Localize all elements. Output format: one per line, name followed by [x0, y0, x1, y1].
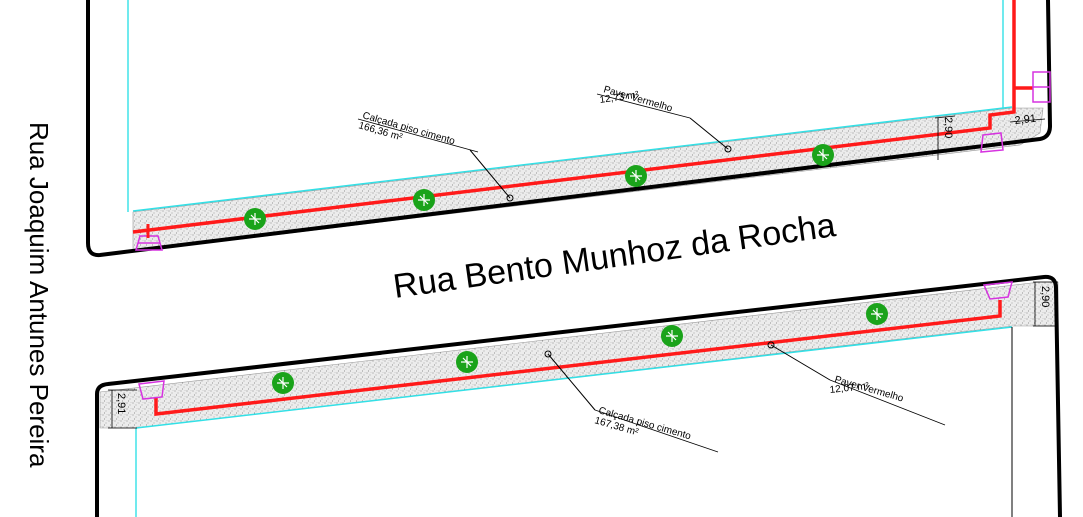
north-curb	[86, 0, 1053, 258]
tree-icon	[812, 144, 834, 166]
street-main-label: Rua Bento Munhoz da Rocha	[391, 206, 838, 306]
street-side-label: Rua Joaquim Antunes Pereira	[24, 122, 54, 468]
north-sidewalk	[132, 107, 1044, 253]
north-block	[86, 0, 1053, 258]
access-marker-icon	[135, 235, 163, 251]
tree-icon	[456, 351, 478, 373]
tree-icon	[625, 165, 647, 187]
south-paver-area: 12,07 m²	[829, 381, 870, 396]
north-dim-width: 2,90	[942, 117, 954, 138]
access-marker-icon	[982, 281, 1014, 300]
tree-icon	[661, 325, 683, 347]
tree-icon	[272, 372, 294, 394]
south-sidewalk	[99, 281, 1059, 429]
north-paver-line	[132, 0, 1033, 234]
south-block	[95, 274, 1062, 517]
south-paver-line	[154, 300, 1002, 416]
access-marker-icon	[1032, 71, 1051, 103]
tree-icon	[244, 208, 266, 230]
north-property-line	[127, 0, 1004, 212]
access-marker-icon	[138, 380, 165, 400]
tree-icon	[866, 303, 888, 325]
north-dim-corner: 2,91	[1014, 113, 1037, 127]
south-dim-width: 2,90	[1039, 286, 1051, 307]
south-dim-corner: 2,91	[115, 393, 127, 414]
south-curb	[95, 274, 1062, 517]
tree-icon	[413, 189, 435, 211]
access-marker-icon	[980, 132, 1004, 153]
